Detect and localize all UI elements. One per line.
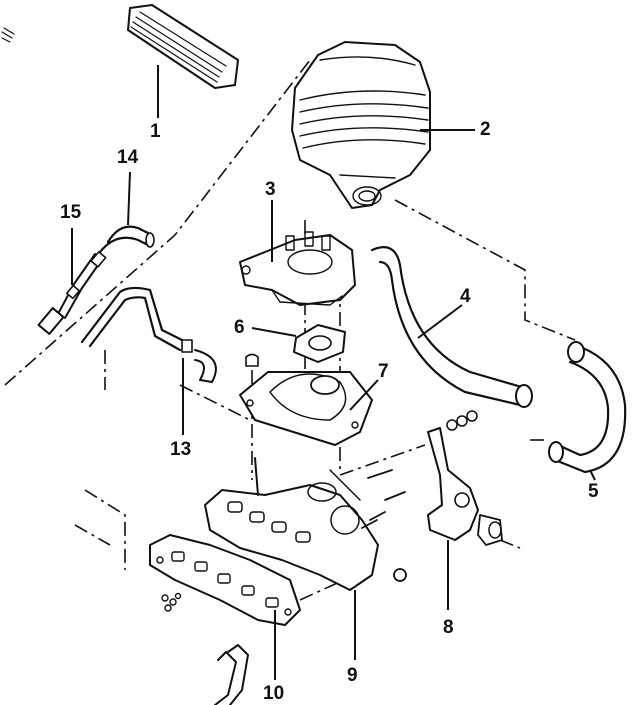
callout-8: 8 — [443, 617, 454, 638]
leader-line-5 — [589, 469, 596, 481]
small-fasteners-cluster — [161, 592, 182, 612]
stray-marks — [1, 27, 15, 43]
throttle-body — [239, 200, 356, 306]
intake-hose — [370, 246, 533, 408]
callout-3: 3 — [265, 179, 276, 200]
callout-14: 14 — [117, 147, 139, 168]
leader-line-6 — [251, 327, 297, 337]
leader-line-7 — [349, 379, 379, 411]
leader-line-4 — [417, 304, 463, 339]
manifold-gasket — [149, 534, 301, 705]
callout-4: 4 — [460, 286, 471, 307]
air-filter-element — [127, 4, 239, 118]
callout-5: 5 — [588, 481, 599, 502]
callout-15: 15 — [60, 202, 82, 223]
mounting-bracket — [427, 410, 503, 610]
vacuum-hoses — [37, 171, 217, 435]
callout-10: 10 — [263, 683, 285, 704]
intake-manifold — [204, 457, 407, 591]
callout-6: 6 — [234, 317, 245, 338]
air-cleaner-housing — [291, 41, 475, 209]
bent-hose — [548, 341, 627, 481]
leader-line-14 — [127, 171, 131, 226]
intake-plenum — [239, 353, 379, 446]
throttle-gasket — [251, 324, 346, 363]
callout-1: 1 — [150, 121, 161, 142]
callout-9: 9 — [347, 665, 358, 686]
callout-7: 7 — [378, 361, 389, 382]
callout-2: 2 — [480, 119, 491, 140]
callout-13: 13 — [170, 439, 192, 460]
